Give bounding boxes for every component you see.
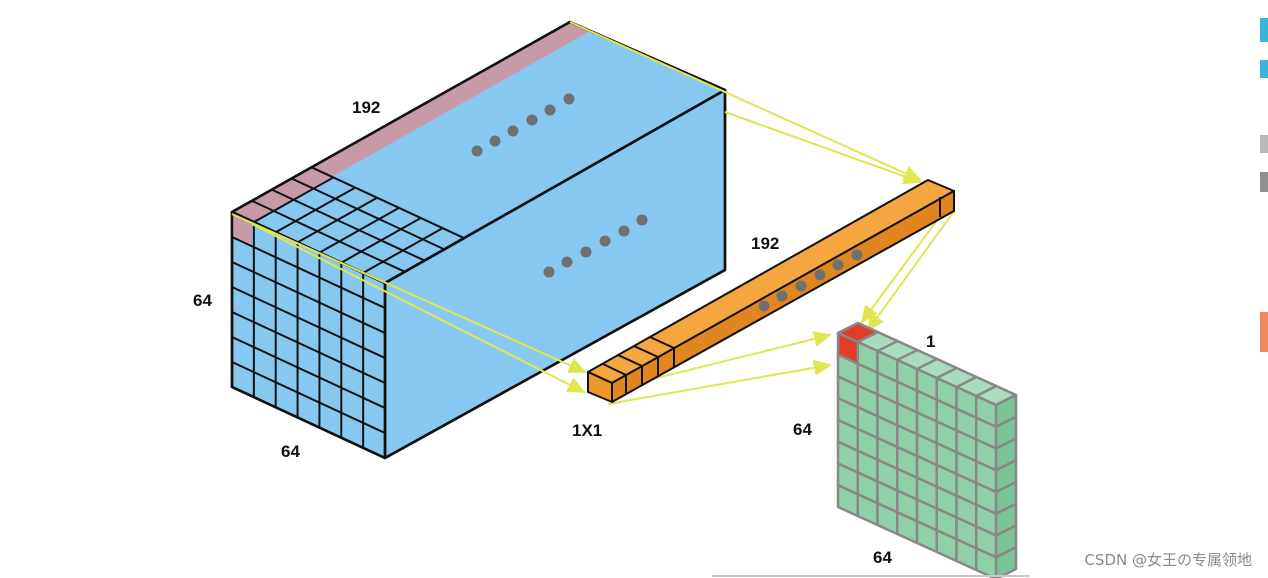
edge-fragment-orange — [1260, 312, 1268, 352]
output-side-grid-line — [995, 437, 1017, 450]
input-top-grid-line — [362, 227, 444, 274]
label-input-depth: 192 — [352, 98, 380, 117]
input-top-grid-line — [297, 196, 378, 244]
output-side-grid-line — [995, 524, 1017, 537]
output-top-grid-line — [916, 357, 938, 371]
output-side-grid-line — [995, 502, 1017, 515]
edge-fragment-gray — [1260, 135, 1268, 153]
edge-fragment-cyan-2 — [1260, 60, 1268, 78]
input-top-grid-line — [251, 199, 406, 273]
edge-fragment-cyan — [1260, 18, 1268, 42]
arrow-kernel-to-output-b — [607, 359, 832, 405]
input-volume — [230, 20, 727, 460]
input-grid-line-h — [231, 286, 386, 359]
input-grid-line-h — [231, 336, 386, 409]
output-side-grid-line — [995, 480, 1017, 494]
output-cell — [975, 547, 998, 578]
label-output-width: 64 — [873, 548, 892, 567]
label-output-depth: 1 — [926, 332, 935, 351]
output-top-grid-line — [896, 348, 918, 362]
output-highlight-top — [836, 321, 879, 344]
output-side-grid-line — [995, 415, 1017, 428]
label-input-width: 64 — [281, 442, 300, 461]
output-top-grid-line — [975, 384, 997, 398]
arrow-kernel-end-to-output-b — [866, 209, 956, 332]
output-side-grid-line — [995, 546, 1017, 559]
input-top-grid-line — [291, 177, 446, 251]
output-top-grid-line — [955, 375, 978, 389]
output-feature-map — [836, 321, 1018, 578]
output-top-grid-line — [876, 339, 899, 353]
arrow-back-to-kernel — [724, 111, 922, 185]
input-top-grid-line — [231, 166, 313, 213]
input-top-grid-line — [340, 217, 422, 264]
input-top-grid-line — [384, 237, 466, 284]
watermark: CSDN @女王の专属领地 — [1084, 551, 1252, 569]
input-top-grid-line — [275, 186, 356, 234]
input-top-grid-line — [311, 166, 465, 240]
arrow-front-to-kernel-b — [251, 223, 586, 393]
input-grid-line-h — [231, 311, 386, 384]
edge-fragment-gray-2 — [1260, 172, 1268, 192]
arrow-front-to-kernel-a — [231, 213, 587, 373]
input-top-grid-line — [318, 206, 400, 254]
label-output-height: 64 — [793, 420, 812, 439]
label-input-height: 64 — [193, 291, 212, 310]
input-top-grid-line — [271, 188, 426, 262]
input-top-grid — [231, 166, 466, 284]
kernel-ellipsis — [758, 249, 863, 312]
output-side-grid-line — [995, 459, 1017, 472]
input-side-ellipsis — [543, 214, 648, 278]
input-top-ellipsis — [471, 93, 575, 157]
input-top-grid-line — [253, 176, 334, 224]
input-grid-line-h — [231, 261, 386, 334]
input-grid-line-h — [231, 236, 386, 309]
label-kernel-size: 1X1 — [572, 421, 602, 440]
arrow-top-to-kernel — [569, 21, 922, 181]
label-kernel-depth: 192 — [751, 234, 779, 253]
input-front-grid — [231, 222, 386, 448]
output-top-grid-line — [936, 366, 958, 380]
input-grid-line-h — [231, 361, 386, 434]
